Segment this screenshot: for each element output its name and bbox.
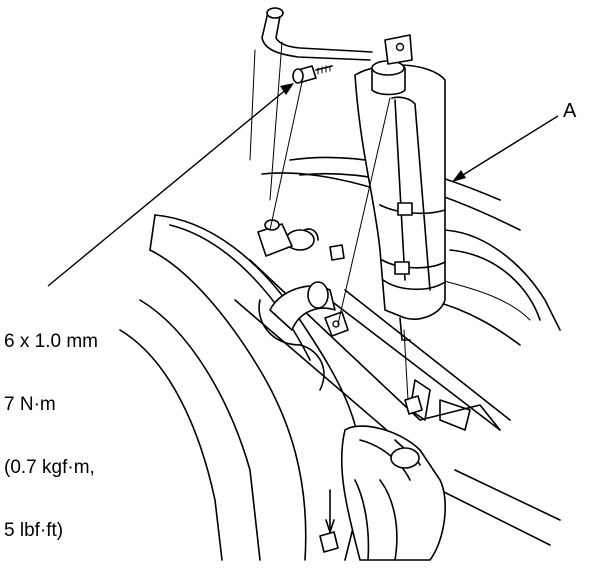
strap-clip-upper [397,202,413,216]
reservoir-cap [371,34,413,96]
mounting-bolt [292,65,333,84]
radiator-support [119,214,561,561]
bolt-spec-callout: 6 x 1.0 mm 7 N·m (0.7 kgf·m, 5 lbf·ft) [4,289,98,583]
alignment-leaders [269,81,409,401]
part-label-a: A [563,100,577,122]
tank-bracket [257,219,423,415]
bolt-size-text: 6 x 1.0 mm [4,331,98,352]
overflow-hose [261,7,373,61]
callout-leader-a [452,115,559,182]
torque-kgf-text: (0.7 kgf·m, [4,457,95,478]
fan-shroud [340,379,471,561]
radiator-hose [258,228,336,391]
torque-nm-text: 7 N·m [4,394,56,415]
callout-leader-bolt [47,83,294,287]
coolant-reservoir [354,64,446,341]
strap-clip-lower [394,261,410,275]
torque-lbf-text: 5 lbf·ft) [4,520,64,541]
lower-bolt [319,489,339,553]
